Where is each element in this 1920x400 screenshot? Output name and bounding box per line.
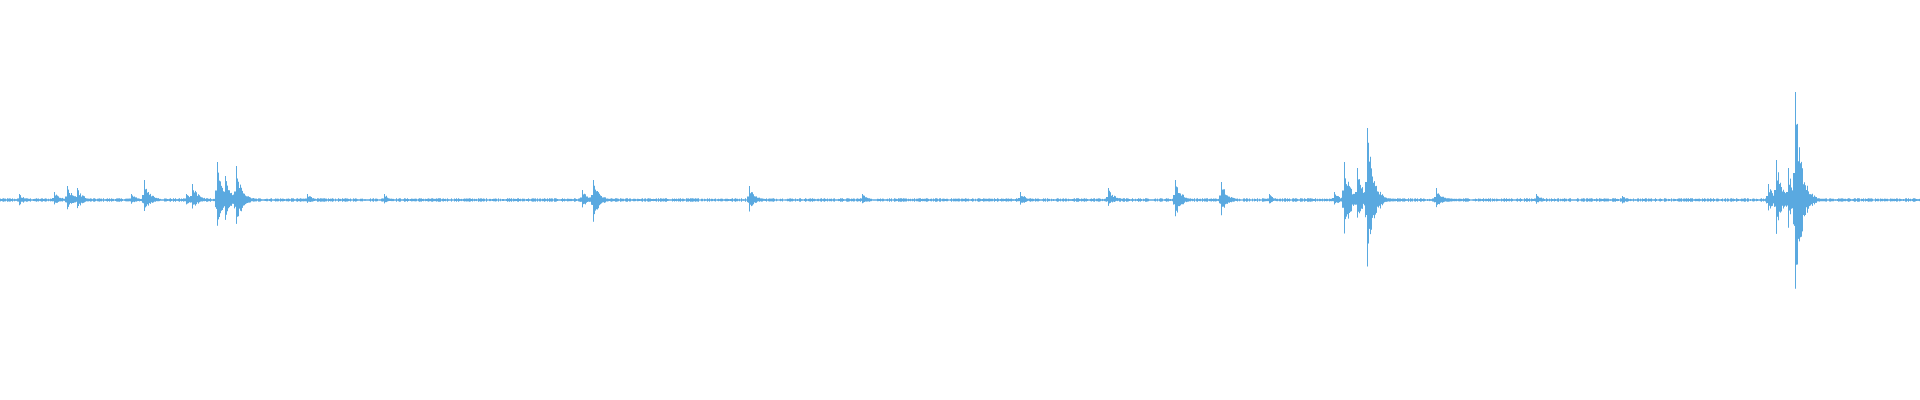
waveform-samples [0,92,1920,289]
waveform-trace [0,92,1920,289]
